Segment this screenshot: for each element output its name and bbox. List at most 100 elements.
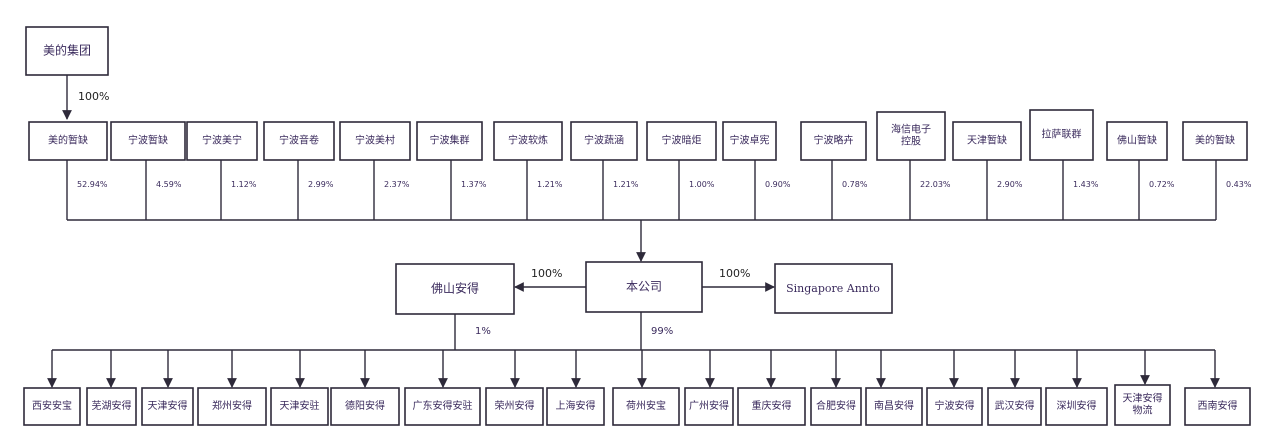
shareholder-node: 美的暂缺 0.43% — [1182, 121, 1252, 220]
subsidiary-label: 西安安宝 — [32, 399, 72, 412]
subsidiary-label: 广东安得安驻 — [413, 399, 473, 412]
subsidiary-node: 深圳安得 — [1045, 350, 1108, 426]
subsidiary-node: 武汉安得 — [987, 350, 1042, 426]
subsidiary-node: 合肥安得 — [810, 350, 862, 426]
subsidiary-node: 重庆安得 — [737, 350, 806, 426]
subsidiary-node: 郑州安得 — [197, 350, 267, 426]
right-sub-label: Singapore Annto — [786, 282, 880, 295]
shareholder-label: 美的暂缺 — [1195, 134, 1235, 147]
shareholder-pct: 1.37% — [461, 180, 487, 189]
subsidiary-label: 荷州安宝 — [626, 399, 666, 412]
shareholder-label: 宁波暗炬 — [662, 134, 702, 147]
subsidiary-node: 广东安得安驻 — [404, 350, 481, 426]
left-sub-label: 佛山安得 — [431, 281, 479, 296]
shareholder-node: 宁波暂缺 4.59% — [110, 121, 186, 220]
subsidiary-label: 上海安得 — [556, 399, 596, 412]
subsidiary-node: 荷州安宝 — [612, 350, 680, 426]
shareholder-label: 海信电子 — [891, 123, 931, 136]
shareholder-pct: 2.37% — [384, 180, 410, 189]
parent-node: 美的集团 — [25, 26, 109, 76]
shareholder-node: 宁波美村 2.37% — [339, 121, 411, 220]
shareholder-node: 宁波略卉 0.78% — [800, 121, 868, 220]
shareholder-node: 宁波音卷 2.99% — [263, 121, 335, 220]
shareholder-label: 宁波蔬涵 — [584, 134, 624, 147]
shareholder-node: 宁波暗炬 1.00% — [646, 121, 717, 220]
subsidiary-label: 武汉安得 — [995, 399, 1035, 412]
company-label: 本公司 — [626, 280, 662, 294]
subsidiary-label: 重庆安得 — [752, 399, 792, 412]
subsidiary-label: 天津安得 — [1123, 392, 1163, 405]
shareholder-label: 控股 — [901, 135, 921, 148]
shareholder-pct: 1.21% — [613, 180, 639, 189]
subsidiary-node: 西南安得 — [1184, 350, 1251, 426]
shareholder-label: 宁波美村 — [355, 134, 395, 147]
subsidiary-label: 合肥安得 — [816, 399, 856, 412]
subsidiary-label: 物流 — [1133, 404, 1153, 417]
subsidiary-label: 天津安得 — [148, 399, 188, 412]
shareholder-label: 宁波卓宪 — [730, 134, 770, 147]
right-sub-node: Singapore Annto — [774, 263, 893, 314]
shareholder-node: 宁波蔬涵 1.21% — [570, 121, 639, 220]
subsidiary-label: 芜湖安得 — [92, 399, 132, 412]
subsidiary-label: 德阳安得 — [345, 399, 385, 412]
shareholder-label: 宁波暂缺 — [128, 134, 168, 147]
subsidiary-label: 深圳安得 — [1057, 399, 1097, 412]
subsidiary-label: 荣州安得 — [495, 399, 535, 412]
shareholder-pct: 4.59% — [156, 180, 182, 189]
shareholder-node: 天津暂缺 2.90% — [952, 121, 1023, 220]
parent-node-label: 美的集团 — [43, 43, 91, 58]
shareholder-node: 拉萨联群 1.43% — [1029, 109, 1099, 220]
shareholder-label: 宁波集群 — [430, 134, 470, 147]
subsidiary-node: 广州安得 — [684, 350, 734, 426]
shareholder-pct: 0.43% — [1226, 180, 1252, 189]
left-sub-down-pct: 1% — [475, 326, 491, 337]
shareholder-label: 宁波音卷 — [279, 134, 319, 147]
company-down-pct: 99% — [651, 326, 673, 337]
shareholder-pct: 2.99% — [308, 180, 334, 189]
shareholder-pct: 1.12% — [231, 180, 257, 189]
shareholder-label: 拉萨联群 — [1042, 128, 1082, 141]
shareholder-pct: 0.78% — [842, 180, 868, 189]
subsidiary-label: 广州安得 — [689, 399, 729, 412]
shareholder-pct: 1.21% — [537, 180, 563, 189]
subsidiary-node: 上海安得 — [546, 350, 605, 426]
shareholder-pct: 1.00% — [689, 180, 715, 189]
subsidiary-label: 宁波安得 — [935, 399, 975, 412]
left-sub-pct: 100% — [531, 267, 562, 280]
shareholder-label: 美的暂缺 — [48, 134, 88, 147]
company-node: 本公司 — [585, 261, 703, 313]
subsidiary-node: 天津安驻 — [270, 350, 329, 426]
left-sub-node: 佛山安得 — [395, 263, 515, 315]
shareholder-pct: 52.94% — [77, 180, 108, 189]
subsidiary-label: 西南安得 — [1198, 399, 1238, 412]
shareholder-label: 宁波略卉 — [814, 134, 854, 147]
shareholder-pct: 22.03% — [920, 180, 951, 189]
shareholder-pct: 1.43% — [1073, 180, 1099, 189]
subsidiary-node: 天津安得 — [141, 350, 194, 426]
right-sub-pct: 100% — [719, 267, 750, 280]
shareholder-pct: 0.90% — [765, 180, 791, 189]
subsidiaries-row: 西安安宝芜湖安得天津安得郑州安得天津安驻德阳安得广东安得安驻荣州安得上海安得荷州… — [23, 350, 1251, 426]
subsidiary-label: 天津安驻 — [280, 399, 320, 412]
shareholder-pct: 2.90% — [997, 180, 1023, 189]
shareholder-node: 美的暂缺 52.94% — [28, 121, 108, 220]
shareholder-label: 天津暂缺 — [967, 134, 1007, 147]
subsidiary-node: 德阳安得 — [330, 350, 400, 426]
shareholder-pct: 0.72% — [1149, 180, 1175, 189]
shareholder-node: 宁波集群 1.37% — [416, 121, 487, 220]
shareholder-node: 宁波卓宪 0.90% — [722, 121, 791, 220]
subsidiary-node: 芜湖安得 — [86, 350, 137, 426]
shareholder-label: 宁波软炼 — [508, 134, 548, 147]
shareholder-node: 宁波软炼 1.21% — [493, 121, 563, 220]
subsidiary-node: 荣州安得 — [485, 350, 544, 426]
parent-pct: 100% — [78, 90, 109, 103]
subsidiary-label: 南昌安得 — [874, 399, 914, 412]
subsidiary-node: 南昌安得 — [865, 350, 923, 426]
subsidiary-node: 西安安宝 — [23, 350, 81, 426]
